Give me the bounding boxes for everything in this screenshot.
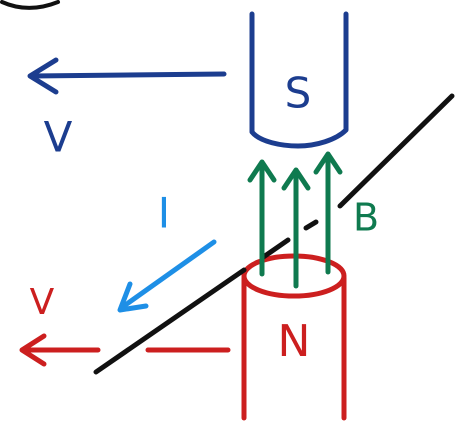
field-label: B xyxy=(353,196,379,240)
wire xyxy=(93,93,455,375)
north-pole-label: N xyxy=(278,316,311,367)
south-pole-label: S xyxy=(285,69,312,118)
field-arrow-right xyxy=(313,151,343,275)
velocity-top-arrow: V xyxy=(27,57,227,162)
field-arrow-middle xyxy=(281,167,311,289)
velocity-top-label: V xyxy=(44,113,73,162)
field-arrow-left xyxy=(247,159,277,277)
velocity-bottom-arrow: V xyxy=(19,282,231,367)
south-pole-magnet: S xyxy=(249,11,349,149)
magnetic-field-lines: B xyxy=(247,151,379,289)
north-pole-magnet: N xyxy=(241,253,347,421)
current-label: I xyxy=(158,189,170,238)
cropped-handwriting-fragment xyxy=(0,0,60,10)
velocity-bottom-label: V xyxy=(30,282,55,323)
current-arrow: I xyxy=(117,189,217,313)
